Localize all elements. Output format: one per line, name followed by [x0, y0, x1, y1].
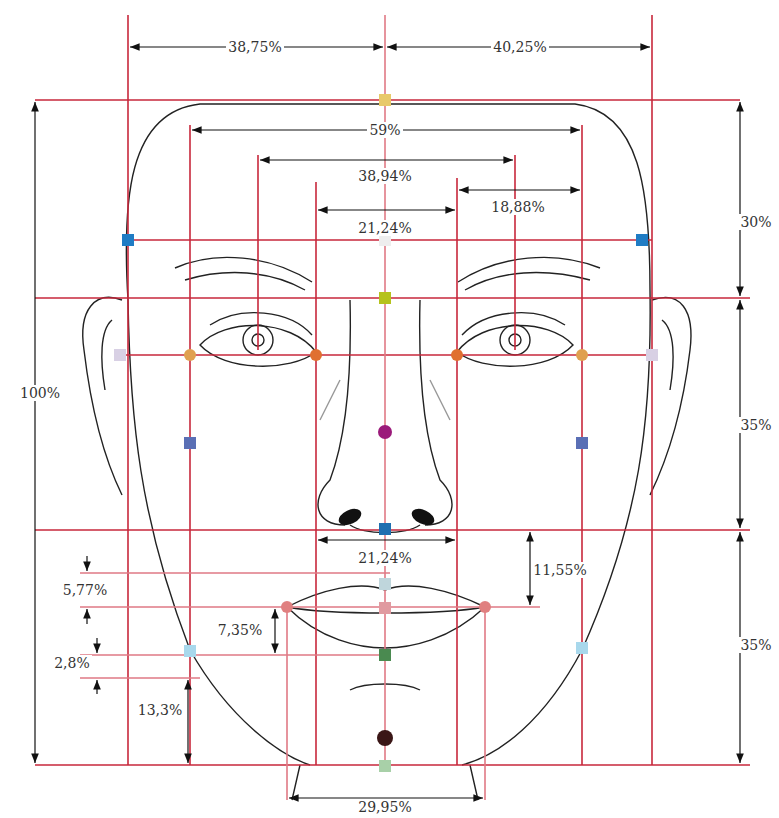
landmark-dot-part: [576, 349, 588, 361]
dimension-label: 100%: [18, 385, 62, 401]
dimension-label: 11,55%: [531, 562, 588, 578]
guide-line-part: [35, 100, 750, 765]
dimension-label: 7,35%: [216, 622, 264, 638]
dimension-label: 2,8%: [52, 655, 92, 671]
landmark-dot-part: [184, 437, 196, 449]
dimension-label: 30%: [738, 214, 773, 230]
dimension-label: 13,3%: [136, 702, 184, 718]
light-guide-line-part: [287, 15, 485, 800]
landmark-dot-part: [379, 292, 391, 304]
nostril-part: [409, 506, 437, 529]
face-outline-part: [175, 257, 312, 290]
small-dimension-arrow-part: [96, 680, 97, 694]
small-dimension-arrows: [87, 556, 97, 694]
face-outline-part: [458, 257, 600, 290]
dimension-label: 35%: [738, 417, 773, 433]
landmark-dot-part: [636, 234, 648, 246]
small-dimension-arrow-part: [86, 556, 87, 571]
dimension-label: 35%: [738, 637, 773, 653]
landmark-dot-part: [114, 349, 126, 361]
landmark-dot-part: [122, 234, 134, 246]
dimension-arrow-part: [318, 209, 455, 210]
dimension-label: 5,77%: [61, 582, 109, 598]
nostril-part: [336, 506, 364, 529]
dimension-arrow-part: [459, 189, 580, 190]
face-outline: [83, 104, 691, 800]
face-outline-part: [462, 290, 650, 765]
landmark-dot-part: [184, 349, 196, 361]
landmark-dot-part: [184, 645, 196, 657]
light-guide-line-part: [80, 573, 540, 678]
landmark-dot-part: [479, 601, 491, 613]
landmark-dot-part: [310, 349, 322, 361]
face-outline-part: [126, 104, 650, 300]
dimension-label: 40,25%: [491, 39, 548, 55]
landmark-dot-part: [379, 94, 391, 106]
dimension-label: 29,95%: [356, 799, 413, 815]
guide-line-part: [128, 15, 652, 765]
guide-lines: [35, 15, 750, 765]
small-dimension-arrow-part: [96, 638, 97, 653]
dimension-label: 21,24%: [356, 220, 413, 236]
face-outline-part: [128, 300, 310, 765]
face-outline-part: [650, 297, 691, 495]
dimension-arrow-part: [260, 159, 513, 160]
dimension-arrow-part: [739, 102, 740, 296]
landmark-dot-part: [378, 425, 392, 439]
dimension-label: 18,88%: [489, 199, 546, 215]
face-outline-part: [210, 313, 565, 335]
dimension-arrow-part: [187, 680, 188, 763]
face-outline-part: [83, 297, 122, 495]
landmark-dot-part: [576, 437, 588, 449]
dimension-arrow-part: [274, 609, 275, 653]
landmark-dot-part: [379, 602, 391, 614]
dimension-arrow-part: [34, 102, 35, 763]
landmark-dot-part: [451, 349, 463, 361]
dimension-arrows: [35, 47, 740, 798]
landmark-dot-part: [646, 349, 658, 361]
dimension-label: 38,75%: [226, 39, 283, 55]
landmark-dot-part: [379, 523, 391, 535]
dimension-arrow-part: [318, 539, 455, 540]
dimension-arrow-part: [739, 300, 740, 528]
landmark-dot-part: [379, 760, 391, 772]
landmark-dot-part: [377, 730, 393, 746]
landmark-dot-part: [576, 642, 588, 654]
dimension-label: 59%: [367, 122, 402, 138]
landmark-dot-part: [379, 649, 391, 661]
small-dimension-arrow-part: [86, 609, 87, 624]
dimension-label: 38,94%: [356, 168, 413, 184]
landmark-dots: [114, 94, 658, 772]
light-guide-lines: [80, 15, 540, 800]
landmark-dot-part: [281, 601, 293, 613]
landmark-dot-part: [379, 578, 391, 590]
dimension-label: 21,24%: [356, 550, 413, 566]
